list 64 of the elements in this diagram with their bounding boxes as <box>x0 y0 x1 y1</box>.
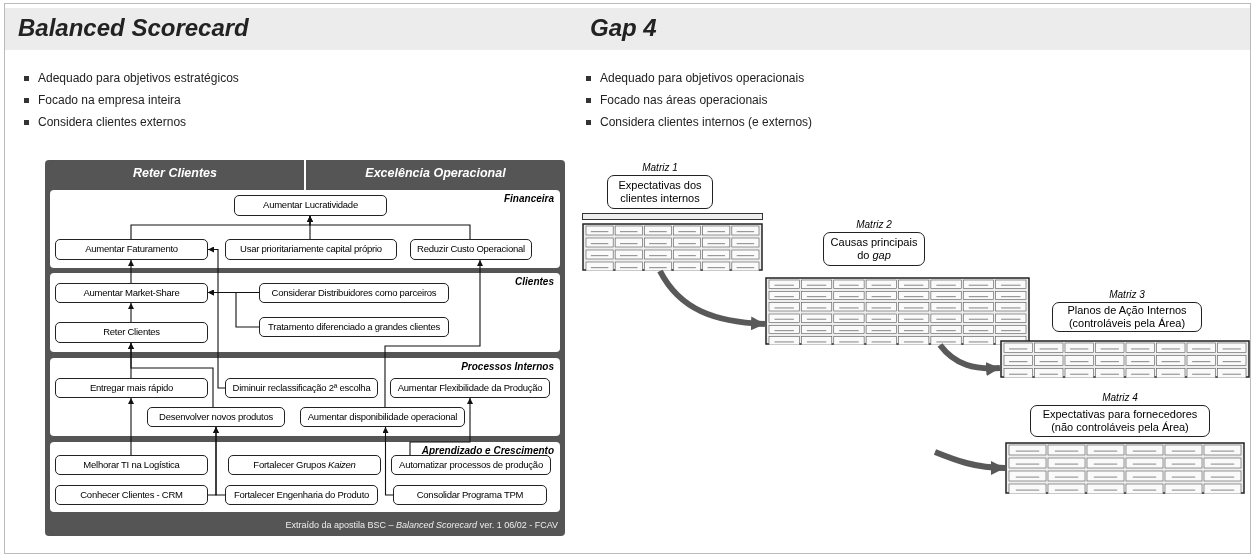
objective-box: Conhecer Clientes - CRM <box>55 485 208 505</box>
table-drawing <box>582 213 763 271</box>
objective-box: Fortalecer Grupos Kaizen <box>228 455 381 475</box>
bullet-text: Adequado para objetivos operacionais <box>600 71 805 85</box>
bullet-text: Considera clientes internos (e externos) <box>600 115 813 129</box>
arrow <box>213 426 226 496</box>
matrix-title-box: Expectativas dos clientes internos <box>607 175 713 209</box>
objective-box: Aumentar Faturamento <box>55 239 208 260</box>
arrow <box>128 302 134 323</box>
arrow <box>128 342 214 408</box>
objective-box: Aumentar Market-Share <box>55 283 208 303</box>
table-drawing <box>1005 442 1245 494</box>
matrix-title-box: Planos de Ação Internos (controláveis pela Área) <box>1052 302 1202 332</box>
arrow <box>384 259 483 408</box>
objective-box: Consolidar Programa TPM <box>393 485 547 505</box>
objective-box: Fortalecer Engenharia do Produto <box>225 485 378 505</box>
heading: Gap 4 <box>590 14 657 42</box>
perspective-band <box>50 273 560 352</box>
objective-box: Entregar mais rápido <box>55 378 208 398</box>
source-note: Extraído da apostila BSC – Balanced Scorecard ver. 1 06/02 - FCAV <box>284 520 558 530</box>
objective-box: Aumentar Flexibilidade da Produção <box>390 378 550 398</box>
arrow <box>382 426 394 496</box>
matrix-title-box: Causas principais do gap <box>823 232 925 266</box>
arrow <box>207 289 260 328</box>
matrix-label: Matriz 1 <box>641 162 679 173</box>
bullet-text: Adequado para objetivos estratégicos <box>38 71 239 85</box>
matrix-label: Matriz 2 <box>855 219 893 230</box>
curved-arrow <box>657 269 766 331</box>
heading: Balanced Scorecard <box>18 14 249 42</box>
matrix-label: Matriz 4 <box>1101 392 1139 403</box>
matrix-title-box: Expectativas para fornecedores (não controláveis pela Área) <box>1030 405 1210 437</box>
arrow <box>128 397 134 456</box>
perspective-band <box>50 190 560 268</box>
arrow <box>207 246 226 389</box>
perspective-label: Financeira <box>503 193 554 204</box>
table-drawing <box>1000 340 1250 378</box>
perspective-band <box>50 442 560 512</box>
objective-box: Diminuir reclassificação 2ª escolha <box>225 378 378 398</box>
arrow <box>307 215 471 240</box>
arrow <box>128 259 134 284</box>
objective-box: Considerar Distribuidores como parceiros <box>259 283 449 303</box>
bullet-text: Considera clientes externos <box>38 115 187 129</box>
objective-box: Automatizar processos de produção <box>391 455 551 475</box>
objective-box: Usar prioritariamente capital próprio <box>225 239 397 260</box>
objective-box: Desenvolver novos produtos <box>147 407 285 427</box>
curved-arrow <box>937 343 1001 376</box>
matrix-label: Matriz 3 <box>1108 289 1146 300</box>
bullet-text: Focado nas áreas operacionais <box>600 93 768 107</box>
objective-box: Melhorar TI na Logística <box>55 455 208 475</box>
table-drawing <box>765 277 1030 345</box>
objective-box: Aumentar disponibilidade operacional <box>300 407 465 427</box>
objective-box: Tratamento diferenciado a grandes clientes <box>259 317 449 337</box>
column-header: Excelência Operacional <box>364 166 507 180</box>
arrow <box>409 397 473 456</box>
objective-box: Aumentar Lucratividade <box>234 195 387 216</box>
objective-box: Reter Clientes <box>55 322 208 343</box>
objective-box: Reduzir Custo Operacional <box>410 239 532 260</box>
perspective-label: Aprendizado e Crescimento <box>421 445 554 456</box>
perspective-band <box>50 358 560 436</box>
perspective-label: Processos Internos <box>461 361 554 372</box>
bullet-text: Focado na empresa inteira <box>38 93 181 107</box>
column-header: Reter Clientes <box>131 166 219 180</box>
perspective-label: Clientes <box>515 276 554 287</box>
curved-arrow <box>933 449 1006 475</box>
